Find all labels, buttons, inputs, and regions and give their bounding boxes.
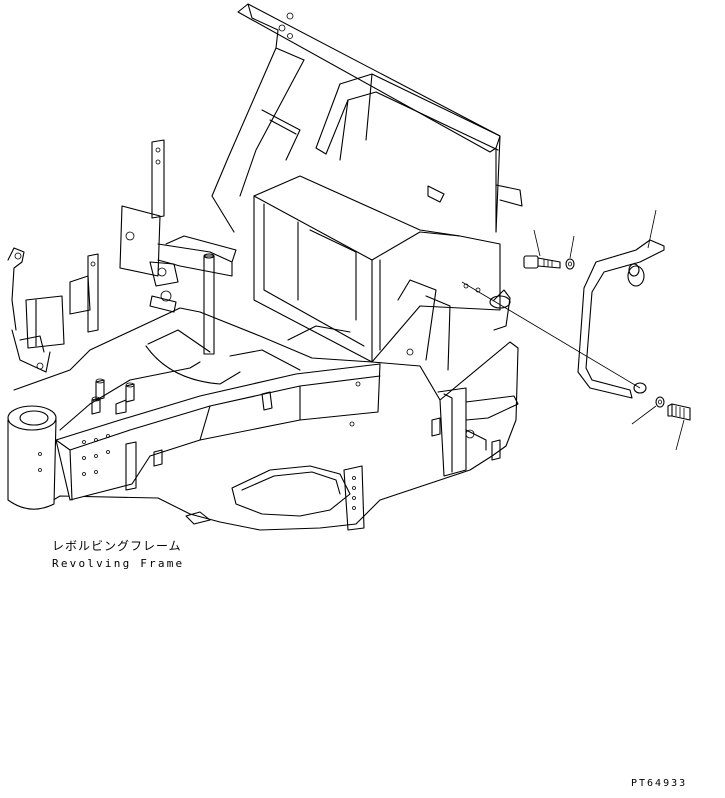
cross-beam: [55, 363, 381, 501]
washer-drawing: [565, 235, 575, 270]
right-bracket: [431, 387, 519, 477]
center-box: [253, 175, 501, 371]
left-edge-parts: [7, 247, 65, 373]
rear-panel: [211, 3, 523, 233]
boom-boss: [7, 405, 57, 510]
lower-fasteners: [631, 396, 691, 451]
drawing-code: PT64933: [631, 778, 688, 789]
studs: [91, 378, 135, 415]
handrail-drawing: [577, 209, 665, 399]
bottom-opening: [185, 465, 365, 531]
part-label-english: Revolving Frame: [52, 557, 185, 570]
floor-curve: [145, 345, 241, 385]
part-label-japanese: レボルビングフレーム: [52, 539, 182, 553]
frame-deck: [13, 289, 519, 531]
bolt-drawing: [523, 229, 561, 269]
left-brackets: [69, 139, 237, 355]
